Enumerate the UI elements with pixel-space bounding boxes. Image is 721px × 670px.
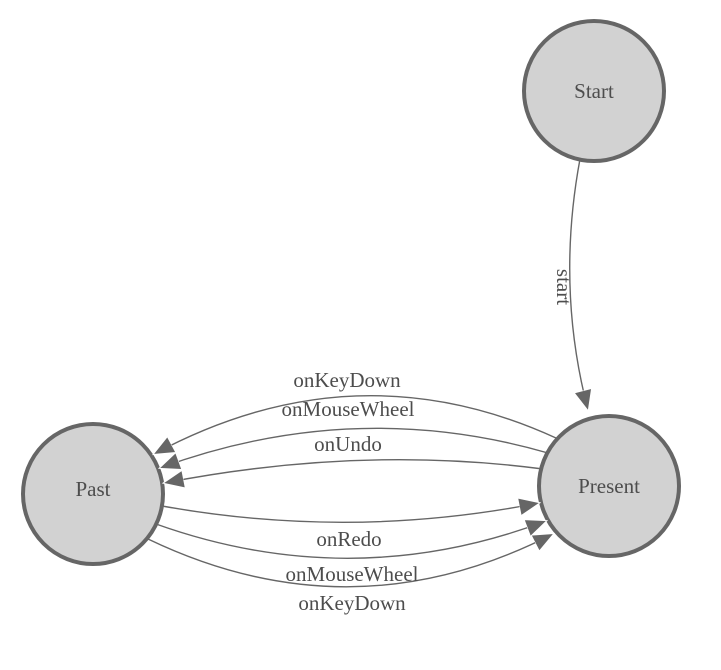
edge-present-to-past-onundo [164, 459, 544, 483]
node-past-circle [21, 422, 165, 566]
edge-present-to-past-onkeydown [154, 395, 557, 454]
node-start-circle [522, 19, 666, 163]
node-present-label: Present [578, 474, 640, 498]
edge-start-to-present [569, 158, 588, 410]
node-past-label: Past [75, 477, 110, 501]
edge-label-onkeydown-top: onKeyDown [293, 368, 401, 392]
edge-label-start: start [552, 269, 576, 305]
edge-present-to-past-onmousewheel [160, 427, 549, 468]
edge-past-to-present-onmousewheel [155, 521, 546, 559]
node-start: Start [522, 19, 666, 163]
node-start-label: Start [574, 79, 614, 103]
edge-label-onredo: onRedo [316, 527, 381, 551]
edge-past-to-present-onkeydown [147, 534, 553, 588]
edge-label-onkeydown-bottom: onKeyDown [298, 591, 406, 615]
edge-past-to-present-onredo [161, 503, 539, 523]
edge-label-onmousewheel-bottom: onMouseWheel [286, 562, 419, 586]
node-present: Present [537, 414, 681, 558]
node-past: Past [21, 422, 165, 566]
edge-label-onmousewheel-top: onMouseWheel [282, 397, 415, 421]
edge-label-onundo: onUndo [314, 432, 382, 456]
node-present-circle [537, 414, 681, 558]
